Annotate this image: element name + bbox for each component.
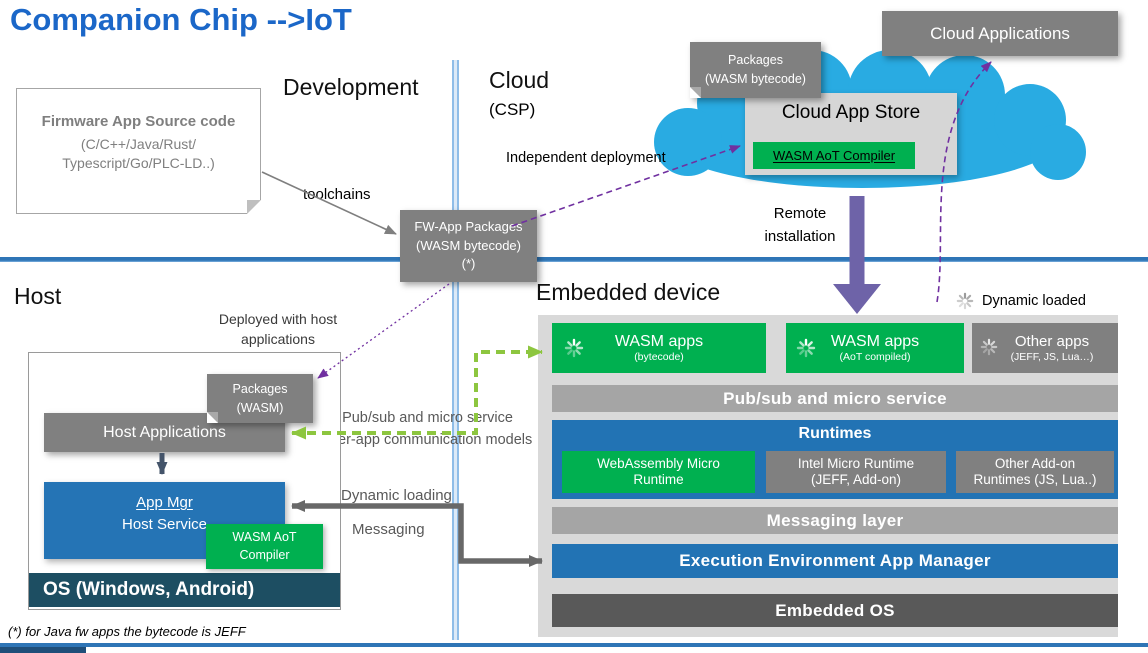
vertical-divider [452, 60, 459, 640]
cloud-label: Cloud [489, 67, 550, 93]
development-label: Development [283, 74, 419, 100]
runtime-line2: (JEFF, Add-on) [810, 472, 901, 487]
fw-packages-line3: (*) [461, 256, 476, 272]
cloud-app-store-label: Cloud App Store [781, 102, 921, 123]
runtime-line1: WebAssembly Micro [597, 455, 720, 471]
pubsub-models-line2: inter-app communication models [322, 432, 533, 449]
host-compiler-line2: Compiler [239, 547, 290, 562]
app-title: WASM apps [614, 332, 704, 350]
fw-packages-line2: (WASM bytecode) [416, 237, 521, 253]
embedded-device-label: Embedded device [536, 279, 721, 305]
embedded-app-other: Other apps (JEFF, JS, Lua…) [972, 323, 1118, 373]
host-packages-line2: (WASM) [236, 400, 284, 415]
host-os-bar: OS (Windows, Android) [29, 573, 340, 607]
pubsub-models-line1: Pub/sub and micro service [342, 410, 513, 426]
runtime-intel-box: Intel Micro Runtime (JEFF, Add-on) [766, 451, 946, 493]
firmware-source-box: Firmware App Source code (C/C++/Java/Rus… [16, 88, 261, 214]
cloud-applications-label: Cloud Applications [930, 23, 1070, 43]
toolchains-label: toolchains [303, 186, 371, 203]
deployed-line1: Deployed with host [218, 311, 338, 327]
messaging-label: Messaging [352, 521, 425, 538]
spinner-icon [796, 338, 816, 358]
remote-line1: Remote [773, 205, 827, 222]
deployed-with-host-label: Deployed with host applications [182, 309, 374, 350]
host-packages-callout: Packages (WASM) [207, 374, 313, 423]
pubsub-service-bar: Pub/sub and micro service [552, 385, 1118, 412]
bottom-rule [0, 643, 1148, 647]
app-subtitle: (JEFF, JS, Lua…) [1010, 350, 1094, 363]
fw-app-packages-box: FW-App Packages (WASM bytecode) (*) [400, 210, 537, 282]
messaging-layer-bar: Messaging layer [552, 507, 1118, 534]
runtime-line2: Runtimes (JS, Lua..) [973, 472, 1097, 487]
cloud-packages-callout: Packages (WASM bytecode) [690, 42, 821, 98]
embedded-os-bar: Embedded OS [552, 594, 1118, 627]
runtime-line1: Other Add-on [994, 455, 1076, 471]
firmware-line2: (C/C++/Java/Rust/ [80, 136, 197, 152]
wasm-aot-compiler-cloud-label: WASM AoT Compiler [772, 148, 896, 163]
page-title: Companion Chip -->IoT [10, 2, 352, 37]
deployed-line2: applications [241, 331, 315, 348]
remote-installation-label: Remote installation [740, 203, 860, 248]
pubsub-models-label: Pub/sub and micro service inter-app comm… [305, 407, 550, 452]
host-label: Host [14, 283, 62, 309]
app-subtitle: (AoT compiled) [839, 351, 911, 364]
horizontal-divider [0, 257, 1148, 262]
wasm-aot-compiler-cloud-box: WASM AoT Compiler [753, 142, 915, 169]
runtime-wamr-box: WebAssembly Micro Runtime [562, 451, 755, 493]
exec-env-app-manager-bar: Execution Environment App Manager [552, 544, 1118, 578]
dynamic-loading-label: Dynamic loading [341, 487, 452, 504]
app-subtitle: (bytecode) [634, 351, 684, 364]
embedded-app-wasm-bytecode: WASM apps (bytecode) [552, 323, 766, 373]
remote-line2: installation [764, 227, 836, 245]
wasm-aot-compiler-host-box: WASM AoT Compiler [206, 524, 323, 569]
runtime-other-box: Other Add-on Runtimes (JS, Lua..) [956, 451, 1114, 493]
host-packages-line1: Packages [232, 381, 288, 396]
dynamic-loaded-label: Dynamic loaded [982, 293, 1086, 309]
runtime-line1: Intel Micro Runtime [797, 455, 915, 471]
independent-deployment-label: Independent deployment [506, 150, 666, 166]
fw-packages-line1: FW-App Packages [414, 218, 523, 234]
pubsub-service-label: Pub/sub and micro service [723, 388, 947, 408]
cloud-packages-line2: (WASM bytecode) [705, 72, 806, 86]
app-title: WASM apps [830, 332, 920, 350]
app-mgr-line2: Host Service [121, 516, 208, 533]
cloud-packages-line1: Packages [728, 53, 783, 68]
host-applications-label: Host Applications [103, 423, 226, 441]
runtimes-title: Runtimes [798, 425, 872, 442]
cloud-sublabel: (CSP) [489, 100, 536, 119]
cloud-applications-box: Cloud Applications [882, 11, 1118, 56]
firmware-line1: Firmware App Source code [41, 113, 236, 130]
runtime-line2: Runtime [633, 472, 684, 487]
exec-env-app-manager-label: Execution Environment App Manager [679, 551, 991, 570]
spinner-icon [956, 292, 974, 310]
spinner-icon [980, 338, 998, 356]
firmware-line3: Typescript/Go/PLC-LD..) [62, 155, 215, 171]
footnote: (*) for Java fw apps the bytecode is JEF… [8, 624, 246, 639]
host-compiler-line1: WASM AoT [232, 530, 297, 544]
messaging-layer-label: Messaging layer [766, 510, 904, 530]
cloud-app-store-box: Cloud App Store WASM AoT Compiler [745, 93, 957, 175]
embedded-os-label: Embedded OS [775, 600, 895, 620]
embedded-app-wasm-aot: WASM apps (AoT compiled) [786, 323, 964, 373]
host-os-label: OS (Windows, Android) [43, 579, 255, 600]
app-title: Other apps [1014, 333, 1090, 351]
bottom-rule-accent [0, 647, 86, 653]
spinner-icon [564, 338, 584, 358]
app-mgr-line1: App Mgr [136, 494, 193, 511]
